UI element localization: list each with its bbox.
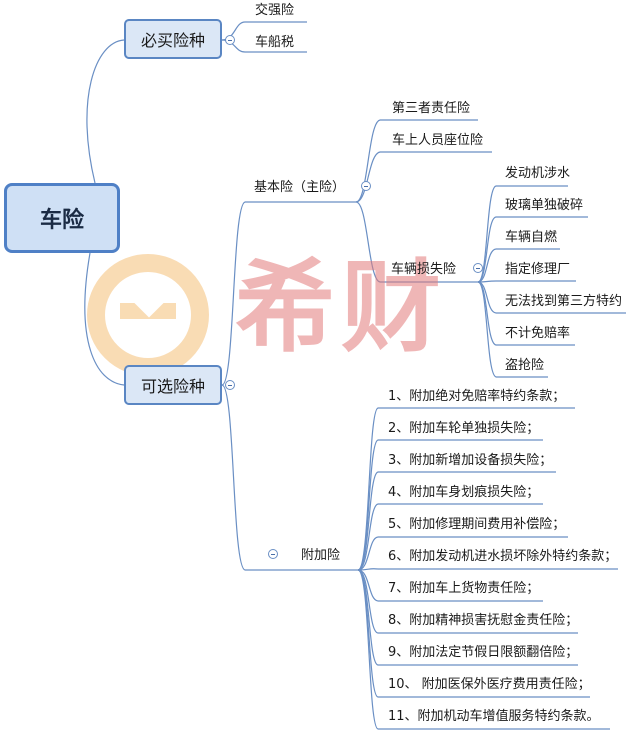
additional-item: 8、附加精神损害抚慰金责任险； [388, 613, 579, 628]
loss-item-4: 指定修理厂 [505, 262, 571, 277]
loss-item-7: 盗抢险 [505, 358, 545, 373]
required-insurance-node[interactable]: 必买险种 [124, 19, 222, 59]
additional-item: 11、附加机动车增值服务特约条款。 [388, 709, 600, 724]
loss-item-1: 发动机涉水 [505, 166, 571, 181]
basic-insurance-label[interactable]: 基本险（主险） [254, 180, 346, 195]
additional-item: 3、附加新增加设备损失险； [388, 453, 553, 468]
additional-item: 7、附加车上货物责任险； [388, 581, 540, 596]
required-item-1: 交强险 [255, 3, 295, 18]
optional-insurance-node[interactable]: 可选险种 [124, 365, 222, 405]
loss-item-5: 无法找到第三方特约 [505, 294, 623, 309]
additional-item: 6、附加发动机进水损坏除外特约条款； [388, 549, 618, 564]
collapse-toggle-icon[interactable] [361, 181, 371, 191]
additional-item: 2、附加车轮单独损失险； [388, 421, 540, 436]
additional-item: 10、 附加医保外医疗费用责任险； [388, 677, 591, 692]
additional-item: 5、附加修理期间费用补偿险； [388, 517, 566, 532]
collapse-toggle-icon[interactable] [268, 549, 278, 559]
additional-item: 9、附加法定节假日限额翻倍险； [388, 645, 579, 660]
additional-item: 1、附加绝对免赔率特约条款； [388, 389, 566, 404]
basic-item-1: 第三者责任险 [392, 101, 471, 116]
vehicle-loss-label[interactable]: 车辆损失险 [391, 262, 457, 277]
additional-item: 4、附加车身划痕损失险； [388, 485, 540, 500]
collapse-toggle-icon[interactable] [473, 263, 483, 273]
watermark-text: 希财 [235, 249, 447, 366]
required-item-2: 车船税 [255, 35, 295, 50]
loss-item-3: 车辆自燃 [505, 230, 558, 245]
collapse-toggle-icon[interactable] [225, 380, 235, 390]
basic-item-2: 车上人员座位险 [392, 133, 484, 148]
collapse-toggle-icon[interactable] [225, 35, 235, 45]
root-node[interactable]: 车险 [4, 183, 120, 253]
loss-item-2: 玻璃单独破碎 [505, 198, 584, 213]
additional-insurance-label[interactable]: 附加险 [301, 548, 341, 563]
loss-item-6: 不计免赔率 [505, 326, 571, 341]
